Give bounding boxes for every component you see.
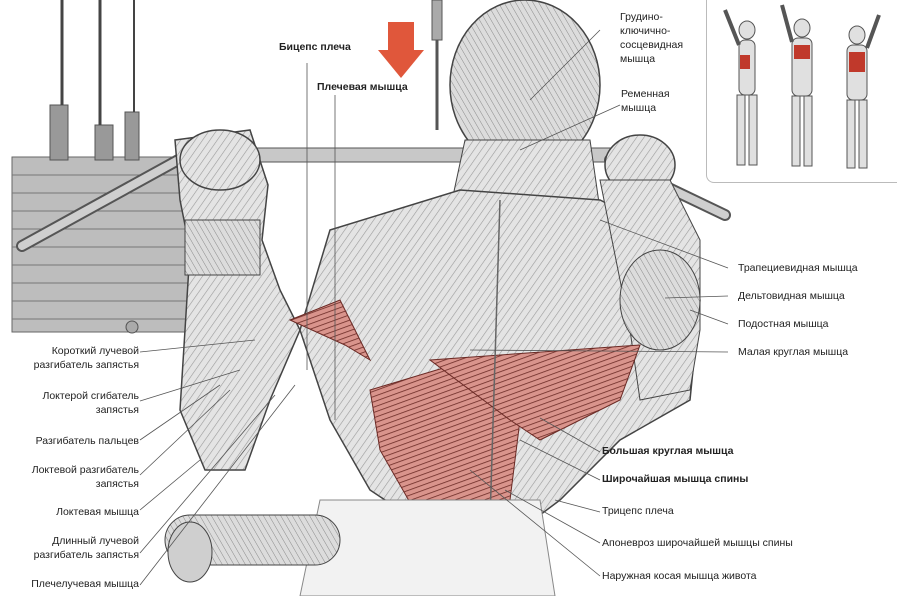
label-infraspinatus: Подостная мышца	[738, 318, 829, 330]
label-triceps: Трицепс плеча	[602, 505, 674, 517]
label-splenius: Ременная мышца	[621, 88, 670, 114]
label-deltoid: Дельтовидная мышца	[738, 290, 845, 302]
label-sternocleidomastoid: Грудино- ключично- сосцевидная мышца	[620, 11, 684, 65]
label-biceps: Бицепс плеча	[279, 41, 351, 53]
cable-clip	[431, 0, 443, 41]
down-arrow	[378, 22, 424, 78]
label-flexor-carpi-ulnaris: Локтерой сгибатель запястья	[42, 390, 139, 416]
label-teres-major: Большая круглая мышца	[602, 445, 734, 457]
label-ext-carpi-rad-brevis: Короткий лучевой разгибатель запястья	[33, 345, 139, 371]
label-brachioradialis: Плечелучевая мышца	[31, 578, 139, 590]
label-trapezius: Трапециевидная мышца	[738, 262, 858, 274]
inset-panel	[706, 0, 897, 183]
label-ext-carpi-ulnaris: Локтевой разгибатель запястья	[31, 464, 139, 490]
label-ext-digitorum: Разгибатель пальцев	[35, 435, 139, 447]
label-ext-carpi-rad-longus: Длинный лучевой разгибатель запястья	[33, 535, 139, 561]
leader-lines	[139, 29, 729, 586]
label-latissimus: Широчайшая мышца спины	[602, 473, 749, 485]
label-external-oblique: Наружная косая мышца живота	[602, 570, 757, 582]
label-brachialis: Плечевая мышца	[317, 81, 408, 93]
label-teres-minor: Малая круглая мышца	[738, 346, 849, 358]
mini-figures	[723, 4, 881, 169]
athlete-figure	[164, 0, 701, 596]
weight-stack	[11, 0, 193, 334]
label-anconeus: Локтевая мышца	[56, 506, 139, 518]
label-lat-aponeurosis: Апоневроз широчайшей мышцы спины	[602, 537, 793, 549]
